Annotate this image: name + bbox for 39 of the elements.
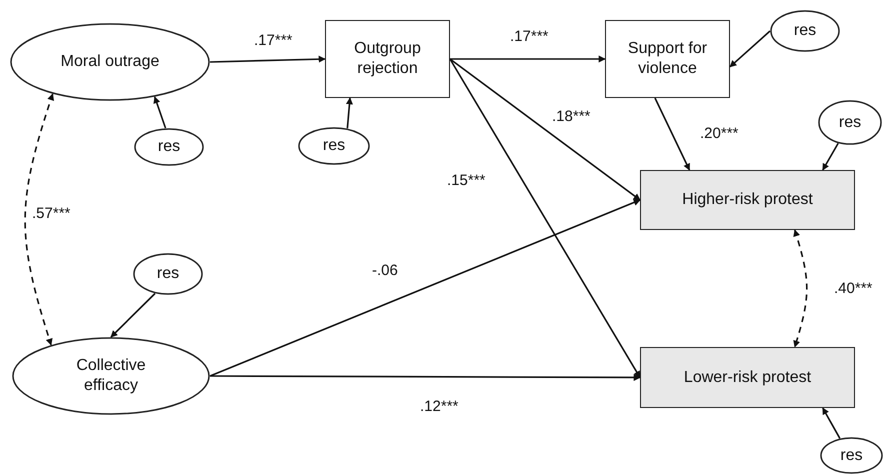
node-label: Higher-risk protest xyxy=(681,190,814,210)
ellipse-node xyxy=(10,23,210,101)
ellipse-node xyxy=(818,100,882,145)
path-arrow xyxy=(346,97,353,128)
ellipse-node xyxy=(12,337,210,415)
path-arrow xyxy=(450,58,641,201)
path-arrow xyxy=(822,407,840,439)
ellipse-node xyxy=(133,253,203,295)
path-arrow xyxy=(153,96,166,128)
outcome-box xyxy=(640,347,855,408)
node-label: res xyxy=(839,446,864,466)
node-label: res xyxy=(322,136,346,156)
path-arrow xyxy=(654,98,690,171)
ellipse-node xyxy=(770,10,840,52)
path-arrow xyxy=(210,56,326,63)
path-arrow xyxy=(822,143,839,171)
ellipse-node xyxy=(134,128,204,166)
node-label: res xyxy=(156,137,182,157)
node-label: Support for violence xyxy=(626,39,708,79)
ellipse-node xyxy=(820,437,883,474)
variable-box xyxy=(325,20,450,98)
outcome-box xyxy=(640,170,855,230)
covariance-arrow xyxy=(793,229,808,348)
ellipse-node xyxy=(298,127,370,165)
path-arrow xyxy=(110,292,156,338)
node-label: Moral outrage xyxy=(60,52,160,72)
path-arrow xyxy=(210,199,641,377)
variable-box xyxy=(605,20,730,98)
node-label: Lower-risk protest xyxy=(682,368,812,388)
node-label: res xyxy=(792,21,818,41)
path-arrow xyxy=(210,374,641,381)
path-arrow xyxy=(450,56,606,62)
node-label: res xyxy=(156,264,180,284)
path-arrow xyxy=(449,58,641,378)
covariance-arrow xyxy=(24,93,54,346)
node-label: Collective efficacy xyxy=(75,356,147,396)
node-label: Outgroup rejection xyxy=(353,39,422,79)
path-arrow xyxy=(729,30,771,68)
node-label: res xyxy=(838,112,862,132)
